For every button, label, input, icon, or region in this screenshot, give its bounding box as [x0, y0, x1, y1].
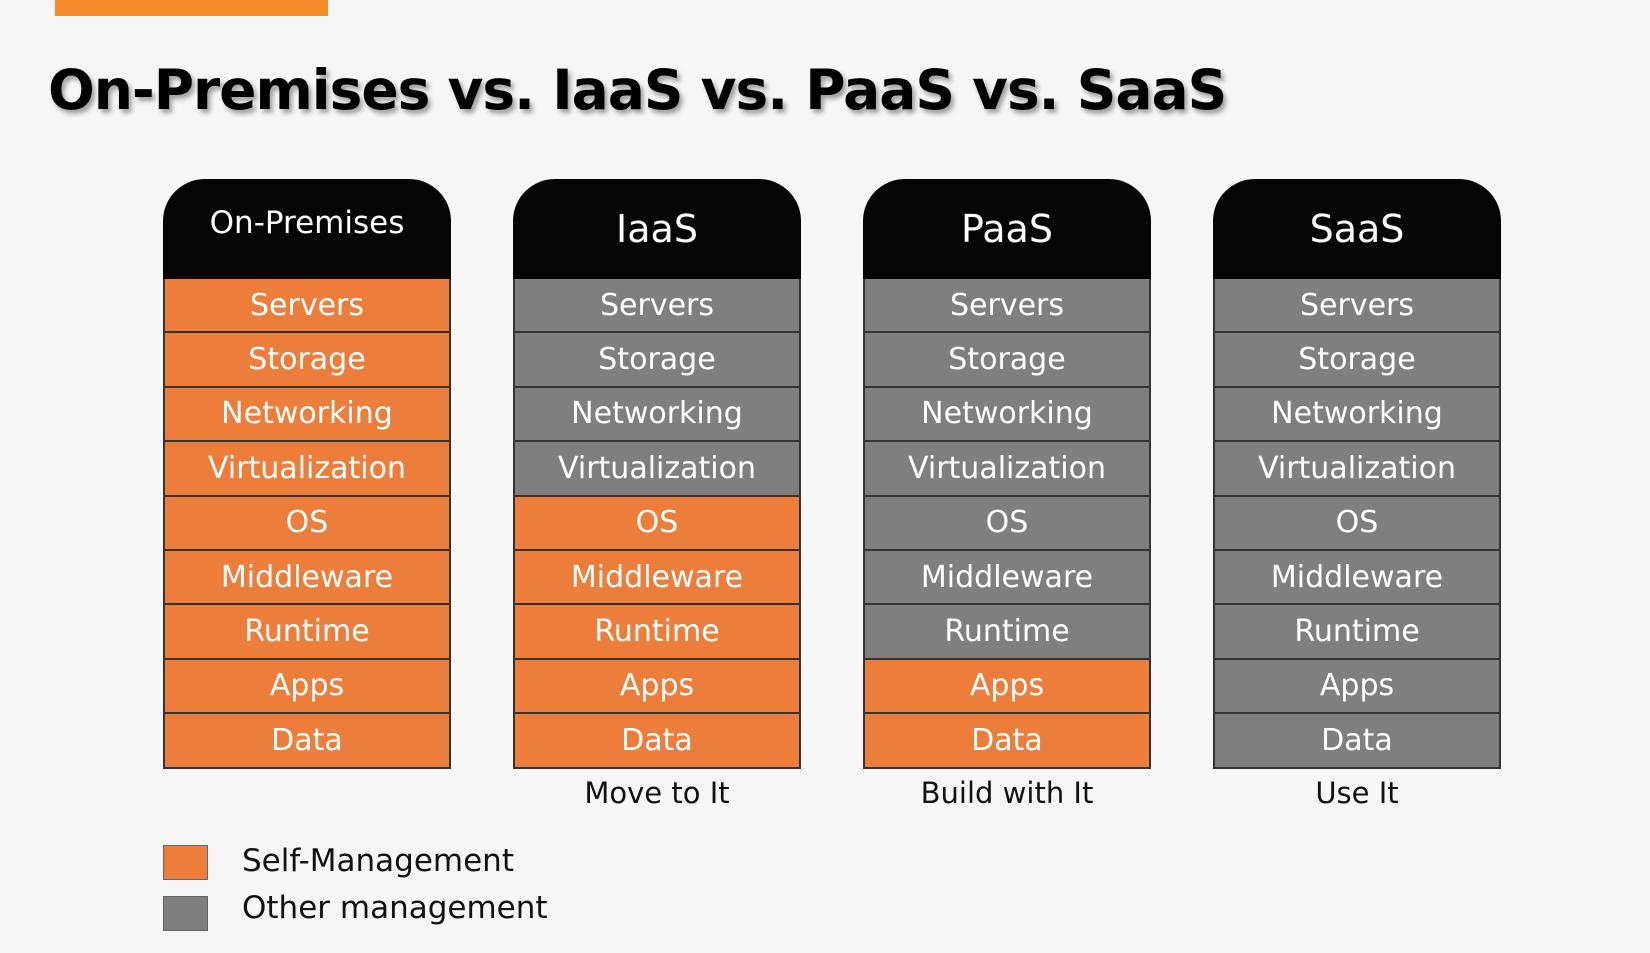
layer-cell-os: OS [513, 496, 801, 551]
column-header: SaaS [1213, 179, 1501, 279]
layer-cell-data: Data [1213, 714, 1501, 769]
layer-cell-servers: Servers [513, 279, 801, 334]
layer-cell-runtime: Runtime [863, 605, 1151, 660]
layer-cell-runtime: Runtime [163, 605, 451, 660]
layer-cell-virtualization: Virtualization [513, 442, 801, 497]
layer-cell-servers: Servers [1213, 279, 1501, 334]
column-caption: Build with It [920, 776, 1094, 810]
layer-cell-storage: Storage [513, 333, 801, 388]
layer-cell-networking: Networking [863, 387, 1151, 443]
layer-cell-os: OS [1213, 496, 1501, 551]
layer-cell-servers: Servers [863, 279, 1151, 334]
layer-cell-middleware: Middleware [863, 550, 1151, 606]
layer-cell-runtime: Runtime [513, 605, 801, 660]
layer-cell-storage: Storage [1213, 333, 1501, 388]
layer-cell-data: Data [513, 714, 801, 769]
column-header: PaaS [863, 179, 1151, 279]
legend-label-other: Other management [242, 890, 548, 926]
legend-swatch-other [163, 896, 208, 931]
column-header: On-Premises [163, 179, 451, 279]
layer-cell-apps: Apps [513, 659, 801, 715]
accent-bar [55, 0, 328, 16]
column-caption: Use It [1315, 776, 1399, 810]
layer-cell-apps: Apps [163, 659, 451, 715]
legend-swatch-self [163, 845, 208, 880]
layer-cell-networking: Networking [163, 387, 451, 443]
layer-cell-middleware: Middleware [163, 550, 451, 606]
layer-cell-virtualization: Virtualization [163, 442, 451, 497]
layer-cell-servers: Servers [163, 279, 451, 334]
layer-cell-apps: Apps [863, 659, 1151, 715]
legend-label-self: Self-Management [242, 843, 514, 879]
layer-cell-virtualization: Virtualization [1213, 442, 1501, 497]
layer-cell-os: OS [863, 496, 1151, 551]
layer-cell-apps: Apps [1213, 659, 1501, 715]
layer-cell-middleware: Middleware [1213, 550, 1501, 606]
layer-cell-storage: Storage [163, 333, 451, 388]
page-title: On-Premises vs. IaaS vs. PaaS vs. SaaS [48, 58, 1227, 122]
layer-cell-runtime: Runtime [1213, 605, 1501, 660]
layer-cell-virtualization: Virtualization [863, 442, 1151, 497]
layer-cell-data: Data [863, 714, 1151, 769]
layer-cell-networking: Networking [513, 387, 801, 443]
layer-cell-storage: Storage [863, 333, 1151, 388]
column-header: IaaS [513, 179, 801, 279]
layer-cell-middleware: Middleware [513, 550, 801, 606]
layer-cell-data: Data [163, 714, 451, 769]
column-caption: Move to It [584, 776, 730, 810]
layer-cell-os: OS [163, 496, 451, 551]
layer-cell-networking: Networking [1213, 387, 1501, 443]
